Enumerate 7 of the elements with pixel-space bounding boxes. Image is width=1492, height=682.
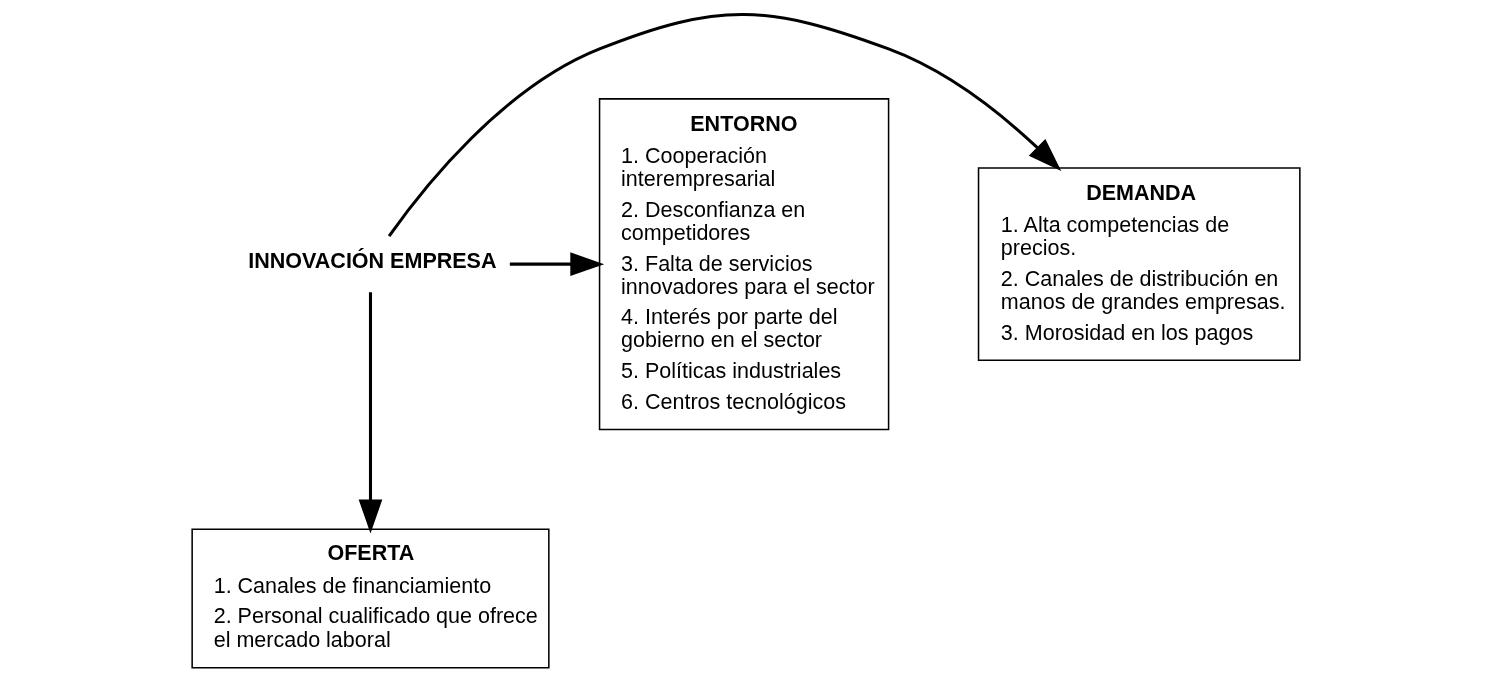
node-box: DEMANDA 1. Alta competencias de precios. 2. Canales de distribución en manos de grandes empresas. 3. Morosidad en los pagos (977, 167, 1301, 361)
arrow (509, 252, 605, 276)
arrow (358, 292, 383, 534)
arrow (387, 12, 1062, 238)
node-box: ENTORNO 1. Cooperación interempresarial 2. Desconfianza en competidores 3. Falta de servicios innovadores para el sector 4. Interés por parte del gobierno en el sector 5. Políticas industriales 6. Centros tecnológicos (598, 98, 890, 431)
node-text: INNOVACIÓN EMPRESA (248, 249, 497, 274)
node-box: OFERTA 1. Canales de financiamiento 2. Personal cualificado que ofrece el mercado laboral (191, 528, 550, 669)
